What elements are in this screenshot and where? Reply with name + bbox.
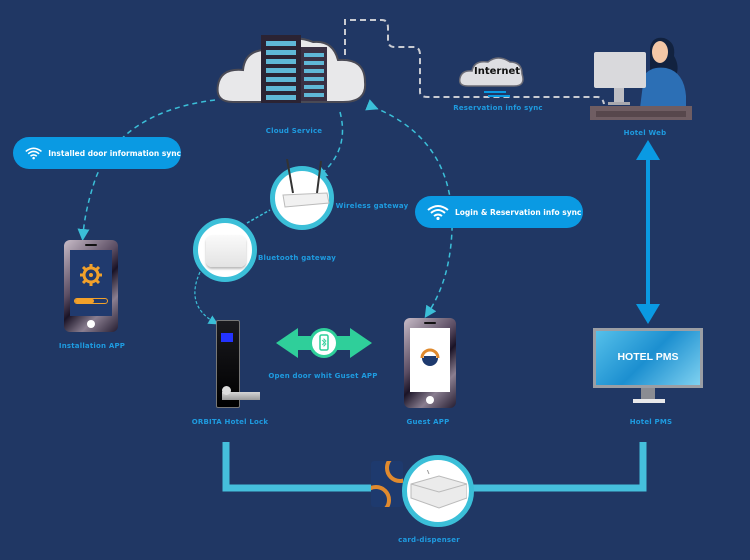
wireless-gateway-node[interactable] — [270, 159, 334, 230]
hotel-web-node[interactable] — [590, 36, 695, 121]
pms-monitor-stand — [641, 388, 655, 400]
phone-speaker — [85, 244, 97, 246]
open-door-label: Open door whit Guset APP — [268, 372, 378, 380]
person-at-computer-icon — [590, 37, 692, 120]
hotel-lock-label: ORBITA Hotel Lock — [191, 418, 269, 426]
open-door-double-arrow — [276, 328, 372, 358]
card-dispenser-node[interactable] — [371, 455, 474, 531]
card-dispenser-circle — [402, 455, 474, 527]
install-progress-fill — [75, 299, 95, 303]
wifi-icon — [25, 147, 42, 160]
internet-label: Internet — [474, 66, 521, 77]
reservation-sync-label: Reservation info sync — [453, 104, 543, 112]
pms-monitor-screen: HOTEL PMS — [593, 328, 703, 388]
wireless-gateway-label: Wireless gateway — [335, 202, 409, 210]
guest-app-label: Guest APP — [406, 418, 450, 426]
guest-cloud-link — [365, 99, 453, 318]
install-progress-bar — [74, 298, 108, 304]
hotel-pms-label: Hotel PMS — [629, 418, 673, 426]
cloud-service-node[interactable] — [213, 30, 373, 110]
bt-wifi-link — [246, 209, 271, 224]
login-reservation-sync-pill: Login & Reservation info sync — [415, 196, 583, 228]
card-dispenser-label: card-dispenser — [398, 536, 460, 544]
lock-knob — [222, 386, 231, 395]
internet-node[interactable]: Internet — [458, 54, 526, 90]
bluetooth-phone-icon — [319, 334, 329, 351]
lock-display — [221, 333, 233, 342]
bluetooth-gateway-node[interactable] — [193, 218, 257, 282]
router-icon — [282, 159, 330, 208]
pms-monitor-base — [633, 399, 665, 403]
cloud-gateway-link — [315, 111, 344, 179]
guest-app-node[interactable] — [404, 318, 456, 408]
key-card-icon — [371, 461, 403, 507]
sync-arrows-icon — [484, 91, 510, 97]
phone-home-button — [426, 396, 434, 404]
phone-speaker — [424, 322, 436, 324]
hotel-web-label: Hotel Web — [623, 129, 667, 137]
wifi-icon — [427, 205, 449, 220]
orbita-logo-icon — [420, 348, 440, 366]
login-reservation-sync-text: Login & Reservation info sync — [455, 207, 582, 217]
installation-app-screen — [70, 250, 112, 316]
installation-app-node[interactable] — [64, 240, 118, 332]
bluetooth-gateway-label: Bluetooth gateway — [258, 254, 336, 262]
phone-home-button — [87, 320, 95, 328]
pms-screen-text: HOTEL PMS — [617, 351, 679, 363]
guest-app-screen — [410, 328, 450, 392]
arrow-down-head — [636, 304, 660, 324]
installed-door-sync-text: Installed door information sync — [48, 148, 181, 158]
installation-app-label: Installation APP — [58, 342, 126, 350]
installed-door-sync-pill: Installed door information sync — [13, 137, 181, 169]
arrow-up-head — [636, 140, 660, 160]
hotel-lock-node[interactable] — [216, 320, 260, 408]
lock-handle — [222, 392, 260, 400]
gear-icon — [80, 264, 102, 286]
hotel-pms-node[interactable]: HOTEL PMS — [593, 328, 705, 408]
card-dispenser-device-icon — [410, 470, 467, 509]
internet-cloud-icon — [458, 57, 524, 87]
internet-link — [344, 19, 605, 105]
server-rack-icon — [261, 35, 327, 103]
bt-lock-link — [194, 271, 219, 325]
bluetooth-gateway-device-icon — [206, 235, 246, 267]
cloud-service-label: Cloud Service — [265, 127, 323, 135]
